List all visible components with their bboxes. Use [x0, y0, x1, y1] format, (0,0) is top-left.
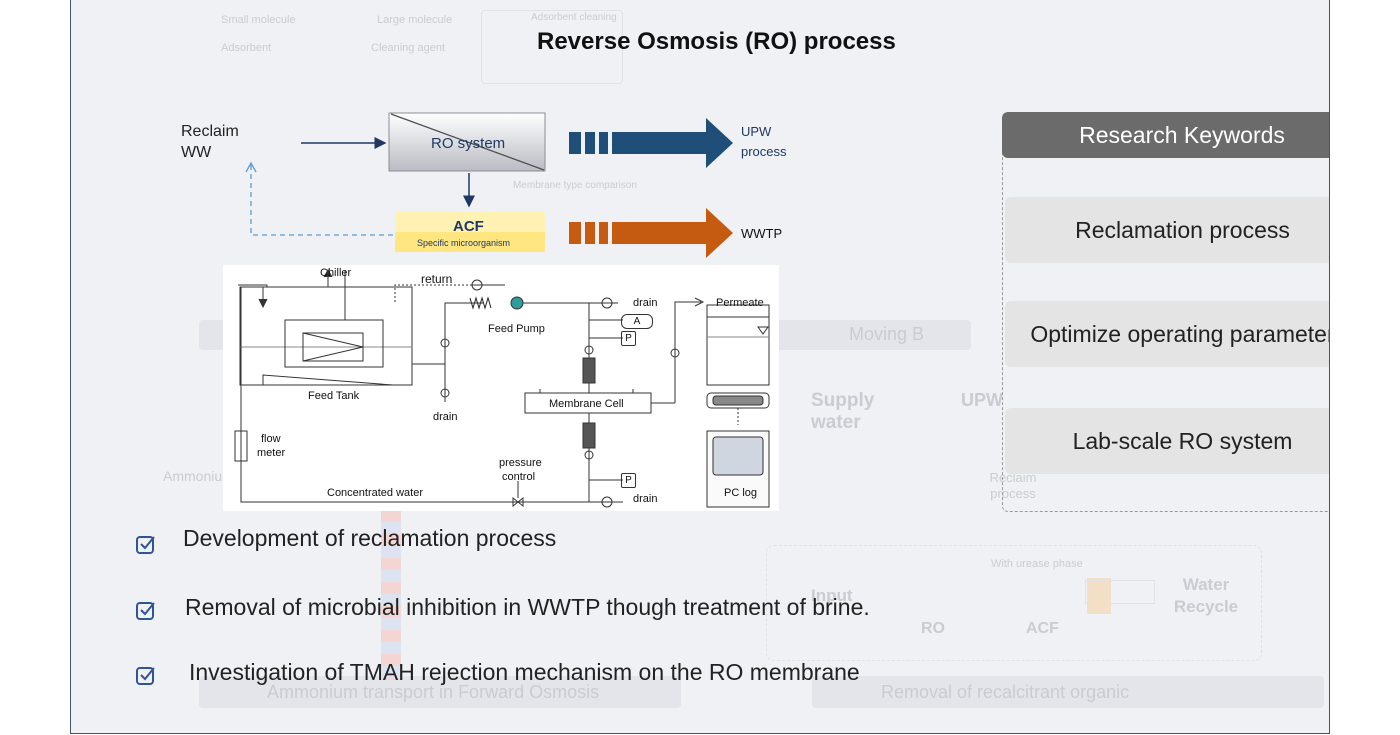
checkbox-icon	[136, 601, 155, 620]
drain-bottom-label: drain	[633, 493, 658, 505]
ghost-membrane-type: Membrane type comparison	[513, 180, 637, 191]
ghost-input: Input	[811, 586, 853, 605]
ghost-bar-recalcitrant	[812, 676, 1324, 708]
bullet-item-1: Development of reclamation process	[135, 525, 556, 555]
drain-tank-label: drain	[433, 411, 458, 423]
ghost-red-stripe	[381, 510, 401, 680]
wwtp-label: WWTP	[741, 226, 783, 241]
reclaim-ww-label-line1: Reclaim	[181, 123, 239, 140]
ghost-urease: With urease phase	[991, 558, 1083, 570]
ro-schematic-panel: Chiller return drain Feed Pump Permeate …	[223, 265, 779, 511]
wwtp-arrow	[569, 208, 733, 258]
bullet-text-2: Removal of microbial inhibition in WWTP …	[185, 594, 870, 620]
ghost-large-molecule: Large molecule	[377, 14, 453, 26]
membrane-cell-label: Membrane Cell	[549, 398, 624, 410]
pressure-control-label-line1: pressure	[499, 457, 542, 469]
ghost-moving: Moving B	[849, 324, 925, 344]
flow-meter-label-line1: flow	[261, 433, 281, 445]
ghost-water-recycle: Water Recycle	[1173, 575, 1239, 616]
upw-arrow	[569, 118, 733, 168]
ghost-box-top	[481, 10, 623, 84]
ro-schematic-drawing	[234, 268, 770, 508]
keyword-lab-scale-ro-system: Lab-scale RO system	[1005, 408, 1329, 474]
ghost-box-bottom-right	[766, 545, 1262, 661]
keyword-reclamation-process: Reclamation process	[1005, 197, 1329, 263]
upw-label-line2: process	[741, 144, 787, 159]
ghost-ammonium-fo: Ammonium transport in Forward Osmosis	[267, 682, 600, 702]
feed-pump-label: Feed Pump	[488, 323, 545, 335]
ghost-bar-fo	[199, 676, 681, 708]
ghost-adsorbent-cleaning: Adsorbent cleaning	[531, 12, 617, 23]
concentrated-water-label: Concentrated water	[327, 487, 423, 499]
pressure-control-label-line2: control	[502, 471, 536, 483]
ghost-cleaning-agent: Cleaning agent	[371, 42, 446, 54]
checkbox-icon	[136, 536, 155, 554]
acf-label: ACF	[453, 218, 484, 235]
feed-tank-label: Feed Tank	[308, 390, 360, 402]
slide-canvas: Small molecule Large molecule Adsorbent …	[70, 0, 1330, 734]
pressure-gauge-bottom: P	[621, 473, 636, 488]
ro-system-box	[388, 112, 546, 172]
upw-label-line1: UPW	[741, 124, 772, 139]
acf-sublabel: Specific microorganism	[417, 238, 511, 248]
ghost-adsorbent: Adsorbent	[221, 42, 272, 54]
analyzer-a-label: A	[621, 314, 653, 329]
flow-meter-label-line2: meter	[257, 447, 286, 459]
keyword-optimize-operating-parameter: Optimize operating parameter	[1005, 301, 1329, 367]
ghost-arrow-outline	[1085, 580, 1155, 604]
ghost-supply-water: Supply water	[811, 390, 875, 433]
ghost-bar-moving	[771, 320, 971, 350]
ghost-small-molecule: Small molecule	[221, 14, 296, 26]
reclaim-ww-label-line2: WW	[181, 144, 212, 161]
bullet-item-2: Removal of microbial inhibition in WWTP …	[135, 594, 870, 621]
ro-system-label: RO system	[431, 135, 506, 152]
drain-top-label: drain	[633, 297, 658, 309]
ghost-ammonium: Ammoniu	[163, 468, 223, 484]
chiller-label: Chiller	[320, 267, 352, 279]
ghost-upw: UPW	[961, 390, 1003, 410]
ghost-recalcitrant: Removal of recalcitrant organic	[881, 682, 1130, 702]
recycle-dashed-line	[250, 165, 393, 236]
page-title: Reverse Osmosis (RO) process	[537, 28, 896, 55]
pc-log-label: PC log	[724, 487, 758, 499]
keywords-header: Research Keywords	[1002, 112, 1329, 158]
checkbox-icon	[136, 666, 155, 685]
ghost-acf-block	[1087, 578, 1111, 614]
permeate-label: Permeate	[716, 297, 764, 309]
ghost-ro: RO	[921, 620, 945, 637]
flow-diagram-graphics	[245, 112, 733, 258]
bullet-item-3: Investigation of TMAH rejection mechanis…	[135, 659, 860, 686]
bullet-text-3: Investigation of TMAH rejection mechanis…	[189, 659, 860, 685]
return-label: return	[421, 272, 453, 286]
pressure-gauge-top: P	[621, 331, 636, 346]
ghost-acf: ACF	[1026, 620, 1059, 637]
bullet-text-1: Development of reclamation process	[183, 524, 557, 551]
